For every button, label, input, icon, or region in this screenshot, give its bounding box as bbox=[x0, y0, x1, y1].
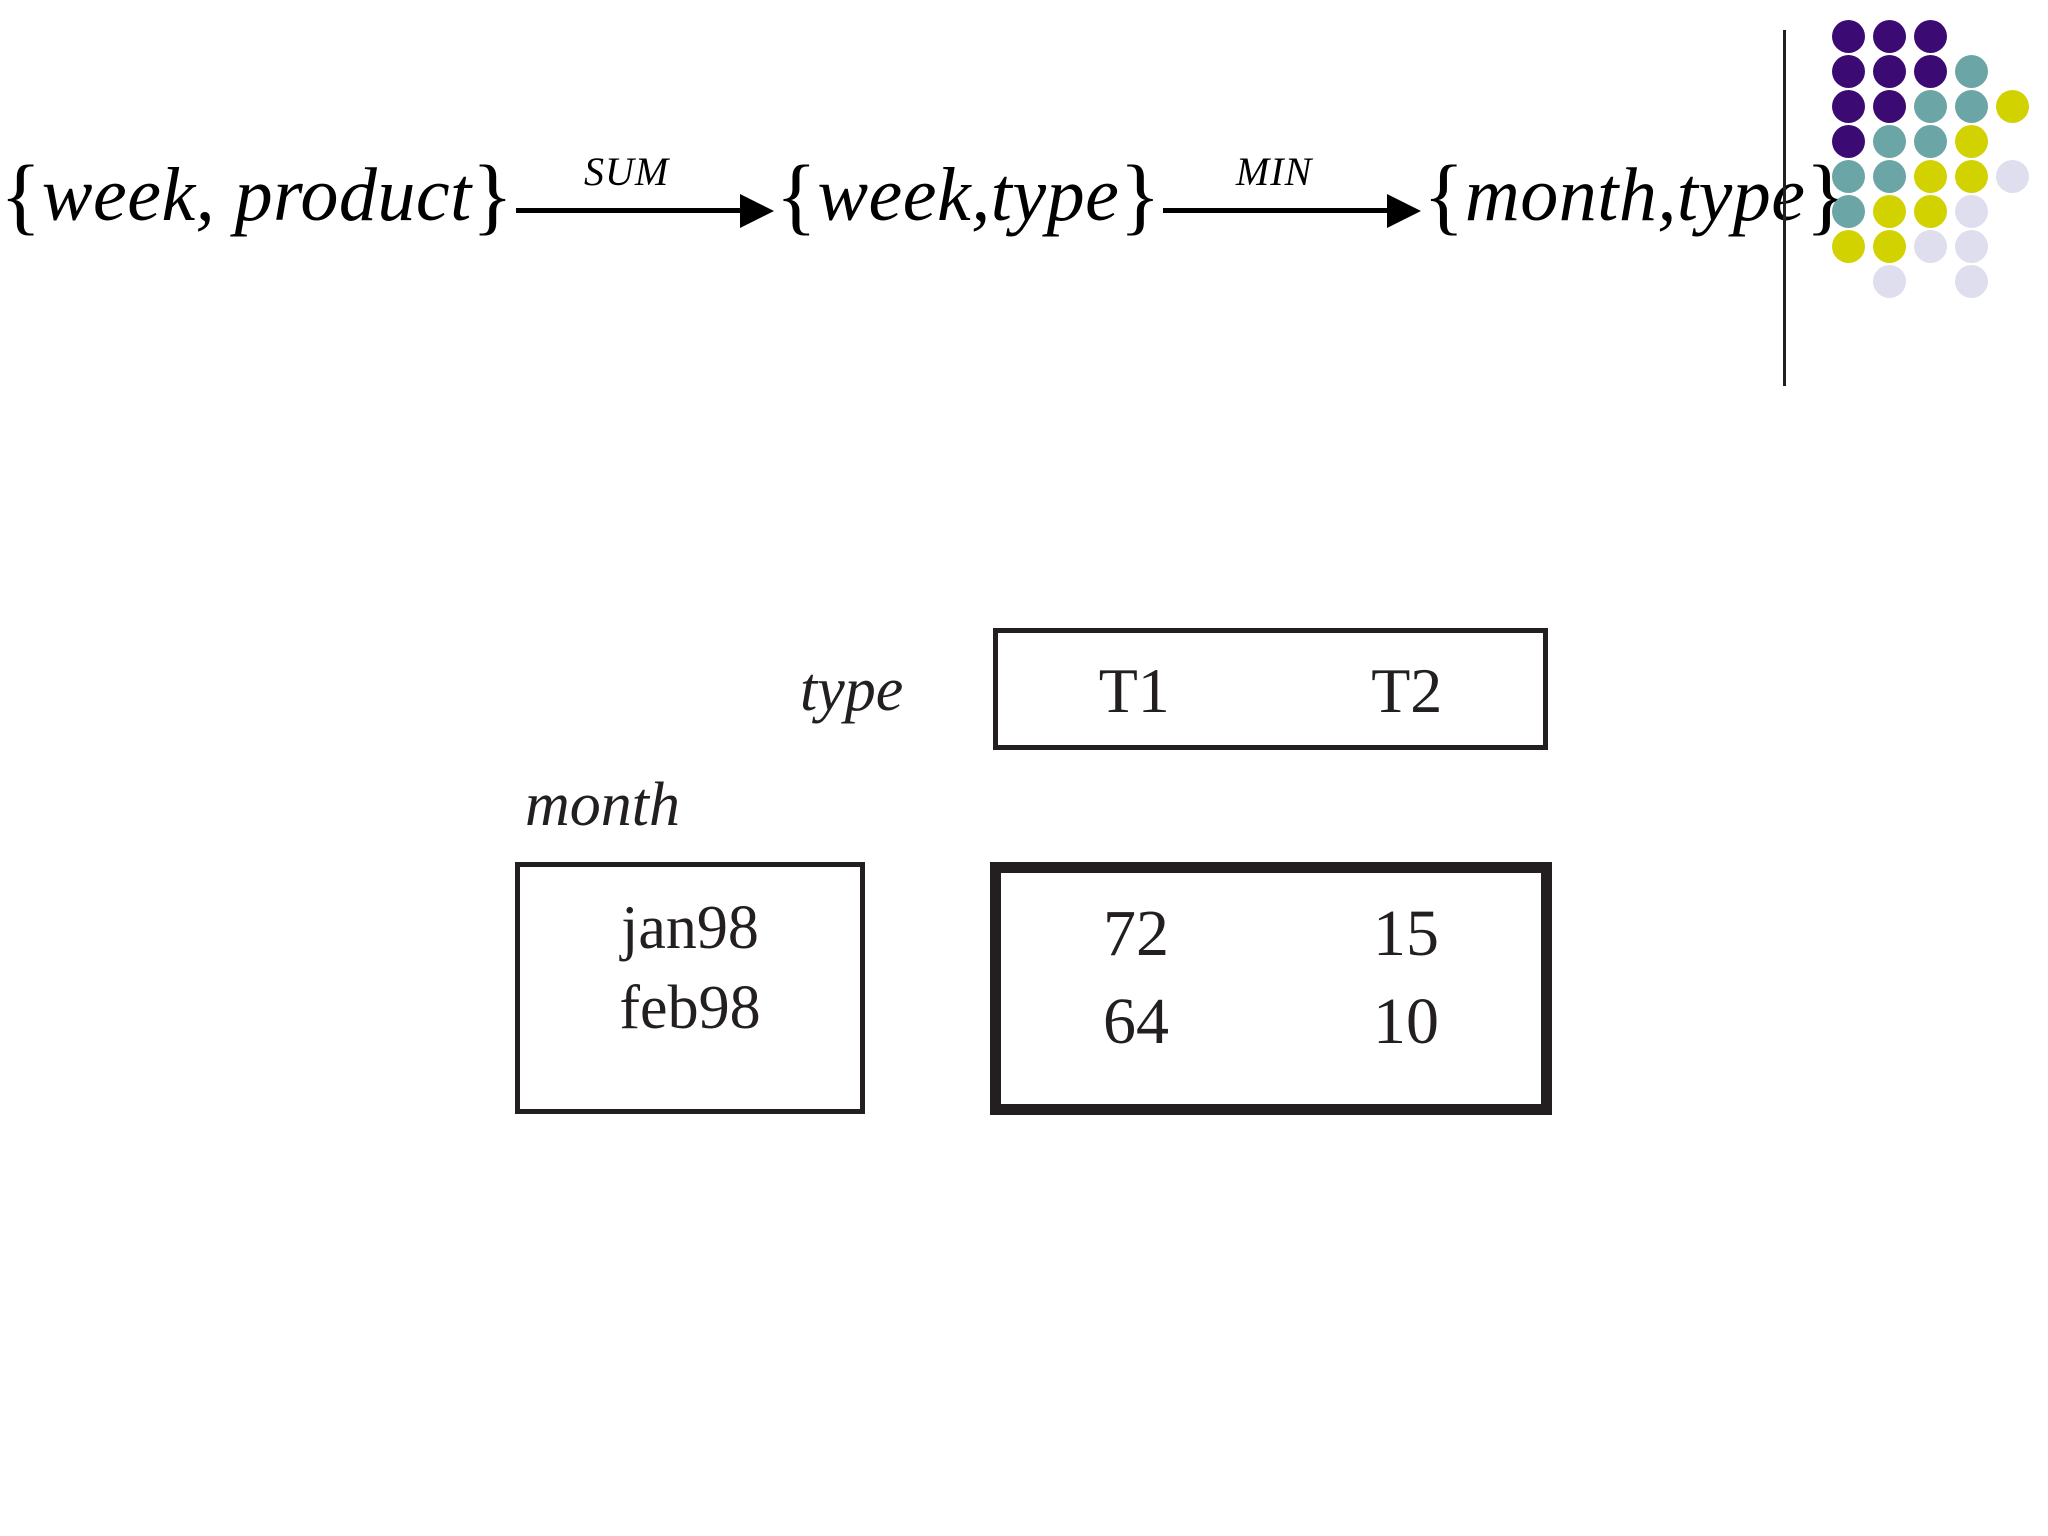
dimension-set-text: week,type bbox=[817, 153, 1120, 237]
column-header-cell: T2 bbox=[1371, 655, 1443, 726]
data-row: 72 15 bbox=[1001, 873, 1541, 967]
arrow-min: MIN bbox=[1163, 140, 1422, 250]
data-cell: 15 bbox=[1373, 897, 1439, 970]
open-brace-icon: { bbox=[1423, 147, 1465, 243]
data-cell: 10 bbox=[1373, 985, 1439, 1058]
data-row: 64 10 bbox=[1001, 967, 1541, 1055]
logo-dot-yellow bbox=[1873, 230, 1906, 263]
decorative-dot-grid-logo bbox=[1832, 20, 2048, 298]
logo-dot-yellow bbox=[1955, 125, 1988, 158]
logo-dot-yellow bbox=[1873, 195, 1906, 228]
logo-dot-purple bbox=[1832, 20, 1865, 53]
logo-dot-teal bbox=[1914, 90, 1947, 123]
logo-dot-purple bbox=[1914, 55, 1947, 88]
data-values-box: 72 15 64 10 bbox=[990, 862, 1552, 1115]
dimension-set-week-type: {week,type} bbox=[776, 152, 1162, 238]
logo-dot-lavender bbox=[1914, 230, 1947, 263]
logo-dot-purple bbox=[1914, 20, 1947, 53]
vertical-divider bbox=[1783, 30, 1786, 386]
logo-dot-lavender bbox=[1873, 265, 1906, 298]
logo-dot-teal bbox=[1873, 160, 1906, 193]
dimension-set-week-product: {week, product} bbox=[0, 152, 514, 238]
logo-dot-yellow bbox=[1832, 230, 1865, 263]
dimension-set-text: week, product bbox=[41, 153, 472, 237]
row-axis-label: month bbox=[525, 771, 680, 839]
logo-dot-lavender bbox=[1955, 195, 1988, 228]
logo-dot-purple bbox=[1873, 20, 1906, 53]
dimension-set-text: month,type bbox=[1464, 153, 1806, 237]
close-brace-icon: } bbox=[471, 147, 514, 243]
column-header-row: T1 T2 bbox=[998, 633, 1543, 723]
column-axis-label: type bbox=[800, 656, 904, 724]
close-brace-icon: } bbox=[1119, 147, 1162, 243]
logo-dot-lavender bbox=[1996, 160, 2029, 193]
row-header-cell: feb98 bbox=[619, 974, 761, 1042]
logo-dot-yellow bbox=[1996, 90, 2029, 123]
logo-dot-teal bbox=[1873, 125, 1906, 158]
arrow-min-label: MIN bbox=[1235, 149, 1313, 194]
logo-dot-purple bbox=[1832, 90, 1865, 123]
logo-dot-yellow bbox=[1914, 195, 1947, 228]
data-cell: 64 bbox=[1103, 985, 1169, 1058]
arrow-shaft-icon bbox=[1163, 208, 1400, 213]
column-header-cell: T1 bbox=[1098, 655, 1170, 726]
open-brace-icon: { bbox=[0, 147, 42, 243]
logo-dot-purple bbox=[1832, 55, 1865, 88]
row-header-cell: jan98 bbox=[621, 894, 759, 962]
logo-dot-teal bbox=[1914, 125, 1947, 158]
logo-dot-yellow bbox=[1914, 160, 1947, 193]
row-header-box: jan98 feb98 bbox=[515, 862, 865, 1114]
logo-dot-purple bbox=[1873, 55, 1906, 88]
arrow-shaft-icon bbox=[515, 208, 752, 213]
open-brace-icon: { bbox=[775, 147, 818, 243]
row-header-row: feb98 bbox=[520, 959, 860, 1039]
arrow-sum: SUM bbox=[515, 140, 774, 250]
logo-dot-teal bbox=[1955, 55, 1988, 88]
row-header-row: jan98 bbox=[520, 867, 860, 959]
logo-dot-teal bbox=[1832, 160, 1865, 193]
column-header-box: T1 T2 bbox=[993, 628, 1548, 750]
arrow-sum-label: SUM bbox=[583, 149, 670, 194]
logo-dot-teal bbox=[1955, 90, 1988, 123]
logo-dot-lavender bbox=[1955, 265, 1988, 298]
arrow-head-icon bbox=[1387, 193, 1422, 228]
logo-dot-lavender bbox=[1955, 230, 1988, 263]
logo-dot-teal bbox=[1832, 195, 1865, 228]
data-cell: 72 bbox=[1103, 897, 1169, 970]
logo-dot-purple bbox=[1832, 125, 1865, 158]
logo-dot-purple bbox=[1873, 90, 1906, 123]
arrow-head-icon bbox=[739, 193, 774, 228]
logo-dot-yellow bbox=[1955, 160, 1988, 193]
